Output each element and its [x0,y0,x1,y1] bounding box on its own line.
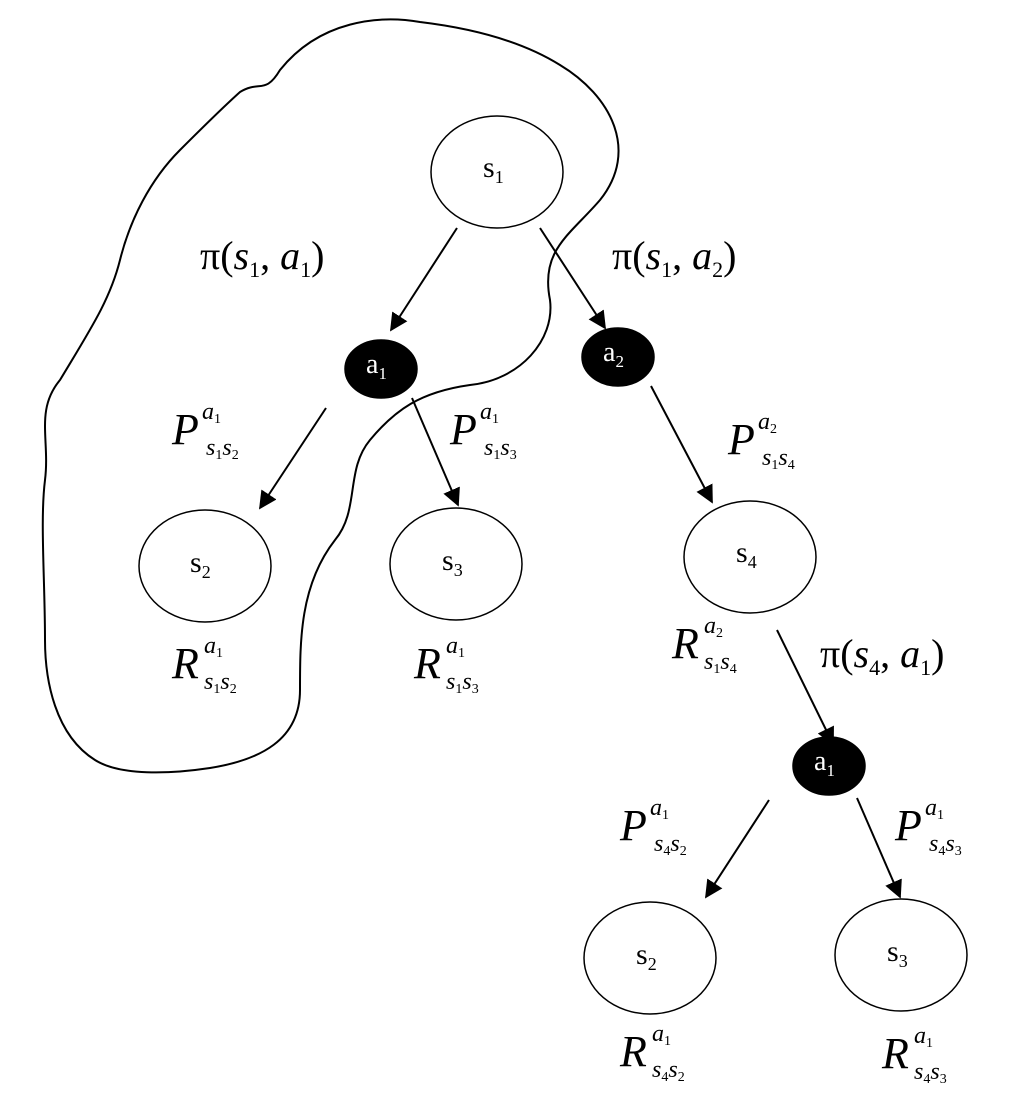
state-label-s4: s4 [736,536,757,572]
reward-label-s1-s4: R a2 s1s4 [672,613,737,677]
policy-label-s4-a1: π(s4, a1) [820,631,945,680]
state-label-s2-bottom: s2 [636,938,657,974]
action-node-a2 [581,327,655,387]
edge-a1b-s2 [705,799,770,899]
edge-a1-s3 [411,397,460,507]
transition-label-s1-s3: P a1 s1s3 [450,399,517,463]
state-label-s3-bottom: s3 [887,935,908,971]
policy-label-s1-a2: π(s1, a2) [612,233,737,282]
policy-label-s1-a1: π(s1, a1) [200,233,325,282]
state-node-s4 [683,500,817,614]
transition-label-s4-s3: P a1 s4s3 [895,795,962,859]
action-label-a2: a2 [603,337,624,371]
state-label-s2-left: s2 [190,546,211,582]
edge-a1-s2 [259,407,327,510]
reward-label-s4-s2: R a1 s4s2 [620,1021,685,1085]
edge-s1-a1 [390,227,458,332]
action-node-a1-top [344,339,418,399]
state-label-s1: s1 [483,151,504,187]
edge-a2-s4 [650,385,713,504]
transition-label-s4-s2: P a1 s4s2 [620,795,687,859]
state-node-s2-left [138,509,272,623]
state-node-s2-bottom [583,901,717,1015]
state-node-s3-left [389,507,523,621]
reward-label-s1-s3: R a1 s1s3 [414,633,479,697]
state-label-s3-left: s3 [442,544,463,580]
edge-a1b-s3 [856,797,902,899]
transition-label-s1-s4: P a2 s1s4 [728,409,795,473]
action-label-a1-bottom: a1 [814,746,835,780]
highlight-enclosure [41,18,620,774]
state-node-s3-bottom [834,898,968,1012]
edge-s1-a2 [539,227,606,330]
edge-s4-a1 [776,629,834,746]
reward-label-s4-s3: R a1 s4s3 [882,1023,947,1087]
state-node-s1 [430,115,564,229]
action-label-a1-top: a1 [366,349,387,383]
transition-label-s1-s2: P a1 s1s2 [172,399,239,463]
reward-label-s1-s2: R a1 s1s2 [172,633,237,697]
action-node-a1-bottom [792,736,866,796]
